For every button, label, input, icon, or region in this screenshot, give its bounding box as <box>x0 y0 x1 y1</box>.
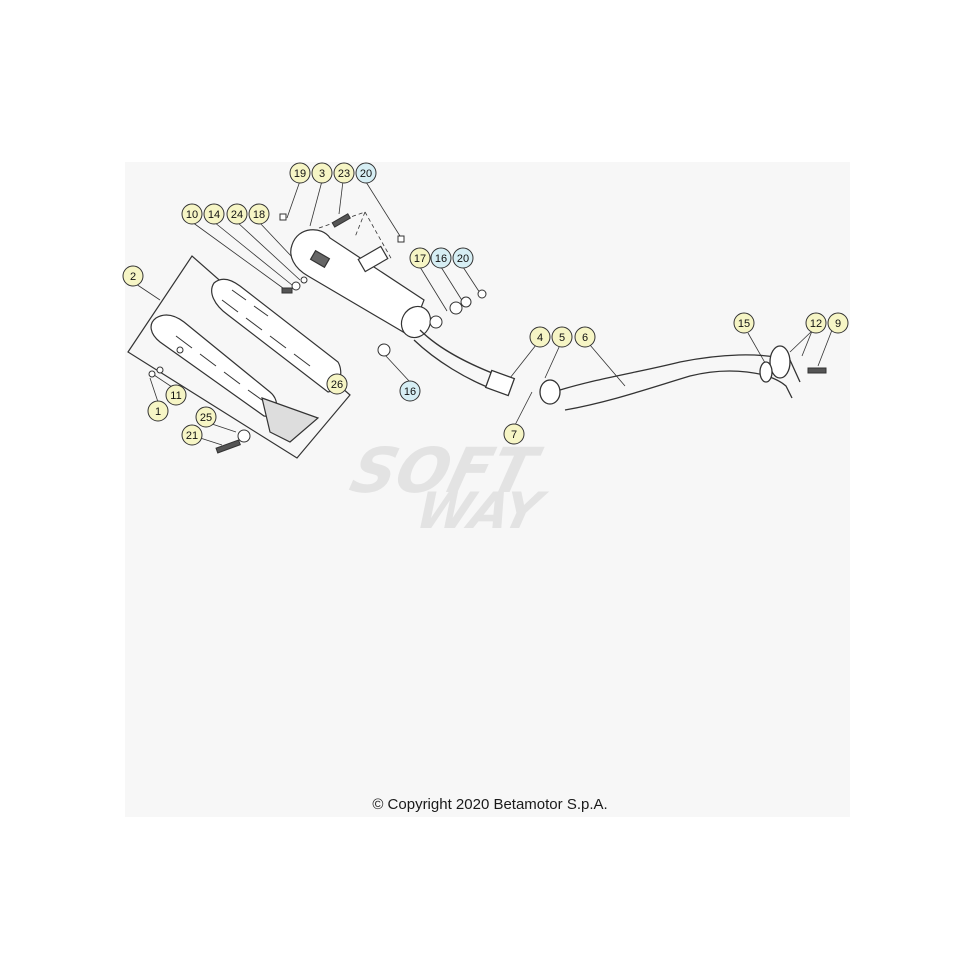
sleeve <box>484 369 516 397</box>
callout-26: 26 <box>326 373 348 395</box>
callout-17: 17 <box>409 247 431 269</box>
callout-9: 9 <box>827 312 849 334</box>
callout-3: 3 <box>311 162 333 184</box>
muffler-bracket <box>357 245 389 273</box>
muffler <box>290 229 432 339</box>
callout-4: 4 <box>529 326 551 348</box>
svg-text:21: 21 <box>186 430 198 442</box>
svg-text:14: 14 <box>208 209 220 221</box>
svg-text:6: 6 <box>582 332 588 344</box>
svg-text:3: 3 <box>319 168 325 180</box>
svg-text:11: 11 <box>170 390 181 402</box>
callout-18: 18 <box>248 203 270 225</box>
svg-text:7: 7 <box>511 429 517 441</box>
muffler-outlet <box>400 305 432 339</box>
svg-text:23: 23 <box>338 168 350 180</box>
header-pipe-upper <box>559 354 801 391</box>
callout-6: 6 <box>574 326 596 348</box>
callout-19: 19 <box>289 162 311 184</box>
svg-text:4: 4 <box>537 332 543 344</box>
callout-23: 23 <box>333 162 355 184</box>
exhaust-pipes <box>413 329 801 411</box>
callout-11: 11 <box>165 384 187 406</box>
header-flange <box>769 345 791 379</box>
diagram-panel <box>125 162 850 817</box>
svg-text:12: 12 <box>810 318 822 330</box>
header-pipe-lower <box>564 370 793 411</box>
svg-text:25: 25 <box>200 412 212 424</box>
svg-text:20: 20 <box>360 168 372 180</box>
watermark-line-1: SOFT <box>344 435 549 507</box>
watermark: SOFT WAY <box>344 435 553 540</box>
svg-text:24: 24 <box>231 209 243 221</box>
clamp <box>539 379 561 405</box>
svg-text:15: 15 <box>738 318 750 330</box>
watermark-line-2: WAY <box>410 482 552 540</box>
callouts: 19 3 23 20 10 14 24 18 17 16 20 2 4 5 6 … <box>122 162 849 446</box>
callout-10: 10 <box>181 203 203 225</box>
muffler-logo <box>309 249 331 269</box>
svg-text:10: 10 <box>186 209 198 221</box>
svg-text:26: 26 <box>331 379 343 391</box>
svg-text:20: 20 <box>457 253 469 265</box>
heat-shield-assembly <box>127 255 351 459</box>
svg-text:19: 19 <box>294 168 306 180</box>
callout-25: 25 <box>195 406 217 428</box>
svg-text:5: 5 <box>559 332 565 344</box>
callout-24: 24 <box>226 203 248 225</box>
callout-16: 16 <box>399 380 421 402</box>
callout-15: 15 <box>733 312 755 334</box>
svg-text:9: 9 <box>835 318 841 330</box>
svg-text:17: 17 <box>414 253 426 265</box>
callout-16: 16 <box>430 247 452 269</box>
end-cap <box>261 397 320 443</box>
callout-14: 14 <box>203 203 225 225</box>
svg-text:2: 2 <box>130 271 136 283</box>
svg-text:1: 1 <box>155 406 161 418</box>
callout-1: 1 <box>147 400 169 422</box>
callout-20: 20 <box>452 247 474 269</box>
callout-12: 12 <box>805 312 827 334</box>
callout-20: 20 <box>355 162 377 184</box>
svg-text:16: 16 <box>404 386 416 398</box>
callout-2: 2 <box>122 265 144 287</box>
callout-5: 5 <box>551 326 573 348</box>
heat-shield-slots <box>175 289 311 401</box>
callout-7: 7 <box>503 423 525 445</box>
svg-text:16: 16 <box>435 253 447 265</box>
callout-21: 21 <box>181 424 203 446</box>
svg-text:18: 18 <box>253 209 265 221</box>
copyright-notice: © Copyright 2020 Betamotor S.p.A. <box>372 796 608 813</box>
heat-shield-frame <box>127 255 351 459</box>
hardware <box>148 213 827 454</box>
gasket-ring <box>759 361 773 383</box>
